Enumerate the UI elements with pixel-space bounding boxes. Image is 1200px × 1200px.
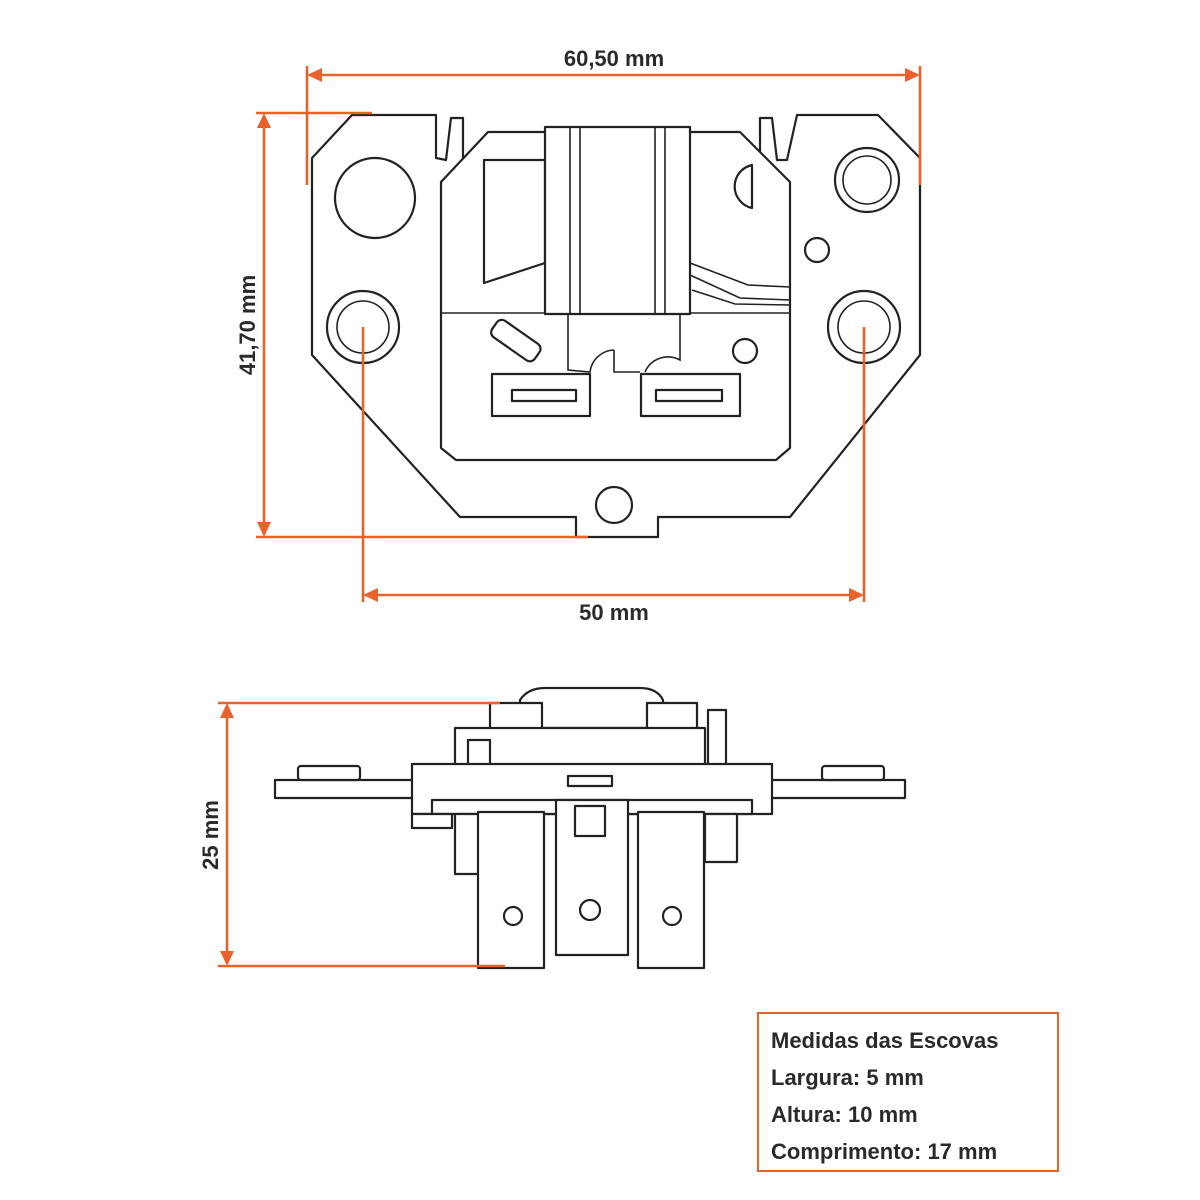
top-cap [518, 686, 665, 730]
terminal-center-hole [578, 898, 602, 922]
dimension-width-total: 60,50 mm [305, 46, 922, 185]
height-label: 41,70 mm [235, 275, 260, 375]
mount-hole-top-right [833, 146, 901, 214]
brush-dimensions-box: Medidas das Escovas Largura: 5 mm Altura… [757, 1012, 1059, 1172]
hole-spacing-label: 50 mm [579, 600, 649, 625]
upper-side-tab [706, 708, 728, 768]
lower-side-right [703, 812, 739, 864]
dimension-hole-spacing: 50 mm [361, 327, 866, 625]
dimension-height-side: 25 mm [198, 701, 505, 968]
small-block-left [466, 738, 492, 768]
left-brush-channel [482, 158, 547, 285]
flange-pad-left [296, 764, 362, 782]
mount-hole-top-right-inner [842, 155, 892, 205]
lower-body [410, 812, 454, 830]
side-view-brush-holder [273, 686, 907, 970]
inner-cam-left [567, 314, 640, 373]
dimension-height-total: 41,70 mm [235, 111, 588, 539]
terminal-slot-right-inner [654, 388, 724, 403]
terminal-left-hole [502, 905, 524, 927]
spec-width: Largura: 5 mm [771, 1065, 924, 1090]
small-hole-inner [731, 337, 759, 365]
spec-title: Medidas das Escovas [771, 1028, 999, 1053]
flange-pad-right [820, 764, 886, 782]
terminal-right-hole [661, 905, 683, 927]
terminal-left [476, 810, 546, 970]
top-view-brush-holder [310, 113, 922, 539]
spec-height: Altura: 10 mm [771, 1102, 918, 1127]
width-label: 60,50 mm [564, 46, 664, 71]
small-hole-bottom [594, 485, 634, 525]
terminal-center-tab [573, 804, 607, 838]
center-connector [566, 774, 614, 788]
spring-block [543, 125, 692, 316]
large-hole-top-left [333, 156, 417, 240]
half-round-window [733, 163, 754, 210]
inner-cam-right [644, 314, 681, 373]
terminal-slot-left-inner [510, 388, 578, 403]
tilted-spring-clip [490, 318, 542, 363]
terminal-right [636, 810, 706, 970]
upper-body [453, 726, 707, 768]
lower-side-left [453, 812, 482, 876]
spec-length: Comprimento: 17 mm [771, 1139, 998, 1164]
small-hole-top-right [803, 236, 831, 264]
right-brush-lead [689, 262, 791, 306]
side-height-label: 25 mm [198, 800, 223, 870]
